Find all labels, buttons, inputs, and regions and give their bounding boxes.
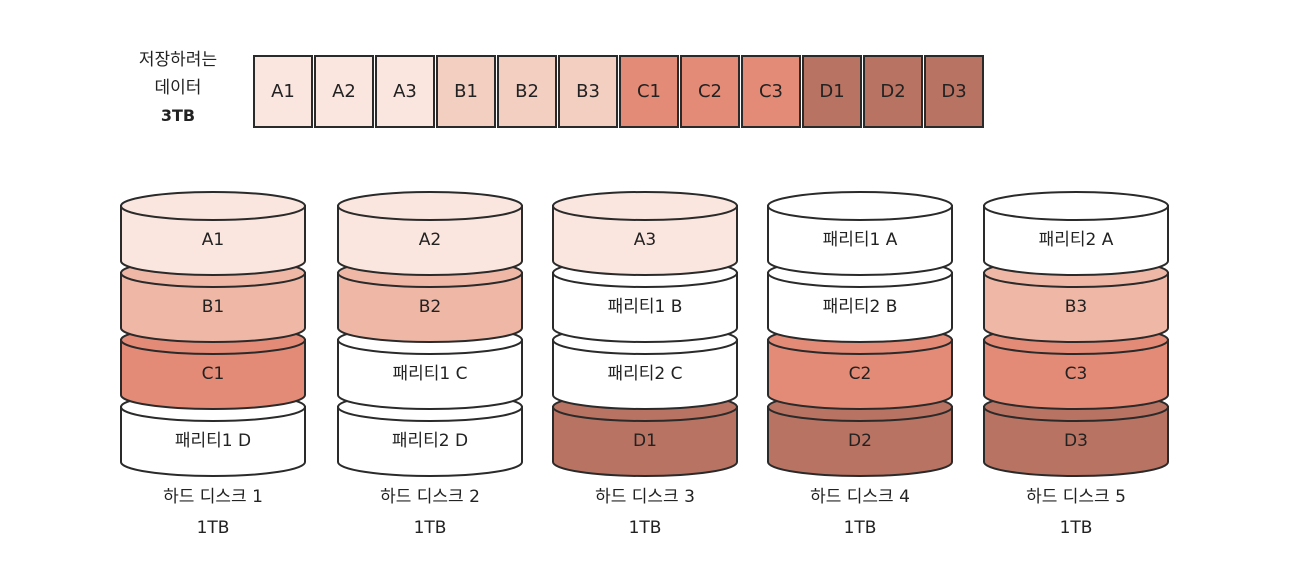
data-cell-c3: C3	[741, 55, 801, 128]
disk-layer-body	[983, 205, 1169, 276]
disk-1-layer: A1	[120, 191, 306, 276]
disk-layer-body	[552, 406, 738, 477]
disk-name-2: 하드 디스크 2	[380, 487, 480, 507]
data-cell-a3: A3	[375, 55, 435, 128]
disk-layer-body	[337, 205, 523, 276]
disk-layer-label: 패리티1 B	[608, 297, 683, 317]
disk-3: D1 패리티2 C 패리티1 B A3	[552, 191, 738, 477]
disk-layer-body	[552, 339, 738, 410]
data-label-line1: 저장하려는	[138, 50, 218, 70]
disk-layer-label: A3	[634, 230, 656, 250]
data-cell-c2: C2	[680, 55, 740, 128]
disk-layer-label: B3	[1065, 297, 1087, 317]
disk-size-4: 1TB	[843, 518, 877, 538]
disk-layer-body	[983, 339, 1169, 410]
data-cell-d3: D3	[924, 55, 984, 128]
disk-layer-label: 패리티1 A	[823, 230, 898, 250]
data-cell-b2: B2	[497, 55, 557, 128]
disk-size-3: 1TB	[628, 518, 662, 538]
disk-layer-body	[120, 339, 306, 410]
disk-layer-label: D3	[1064, 431, 1088, 451]
data-cell-a1: A1	[253, 55, 313, 128]
disk-1: 패리티1 D C1 B1 A1	[120, 191, 306, 477]
disk-5-layer: 패리티2 A	[983, 191, 1169, 276]
disk-5: D3 C3 B3 패리티2 A	[983, 191, 1169, 477]
disk-size-5: 1TB	[1059, 518, 1093, 538]
disk-layer-top	[767, 191, 953, 221]
disk-layer-label: B2	[419, 297, 441, 317]
disk-4: D2 C2 패리티2 B 패리티1 A	[767, 191, 953, 477]
disk-layer-body	[337, 272, 523, 343]
data-size: 3TB	[160, 106, 196, 125]
data-cell-d2: D2	[863, 55, 923, 128]
disk-4-layer: 패리티1 A	[767, 191, 953, 276]
disk-layer-label: 패리티1 C	[392, 364, 467, 384]
disk-layer-label: C3	[1065, 364, 1088, 384]
disk-name-4: 하드 디스크 4	[810, 487, 910, 507]
disk-layer-body	[983, 406, 1169, 477]
disk-layer-label: 패리티2 D	[392, 431, 468, 451]
data-label-line2: 데이터	[154, 78, 202, 98]
disk-layer-label: 패리티2 A	[1039, 230, 1114, 250]
disk-layer-top	[337, 191, 523, 221]
disk-2: 패리티2 D 패리티1 C B2 A2	[337, 191, 523, 477]
disk-3-layer: A3	[552, 191, 738, 276]
disk-layer-body	[120, 406, 306, 477]
disk-layer-body	[120, 272, 306, 343]
disk-layer-body	[552, 205, 738, 276]
disk-2-layer: A2	[337, 191, 523, 276]
disk-layer-top	[120, 191, 306, 221]
disk-size-2: 1TB	[413, 518, 447, 538]
disk-size-1: 1TB	[196, 518, 230, 538]
disk-layer-body	[767, 406, 953, 477]
disk-name-1: 하드 디스크 1	[163, 487, 263, 507]
disk-layer-body	[767, 272, 953, 343]
disk-layer-label: A1	[202, 230, 224, 250]
data-label: 저장하려는 데이터 3TB	[118, 46, 238, 130]
disk-name-5: 하드 디스크 5	[1026, 487, 1126, 507]
disk-layer-body	[767, 205, 953, 276]
disk-layer-label: B1	[202, 297, 224, 317]
disk-layer-top	[552, 191, 738, 221]
disk-layer-label: 패리티2 C	[607, 364, 682, 384]
disk-layer-body	[767, 339, 953, 410]
disk-layer-label: A2	[419, 230, 441, 250]
disk-layer-top	[983, 191, 1169, 221]
data-cell-b3: B3	[558, 55, 618, 128]
data-cell-d1: D1	[802, 55, 862, 128]
data-cell-b1: B1	[436, 55, 496, 128]
disk-layer-body	[983, 272, 1169, 343]
disk-layer-label: 패리티1 D	[175, 431, 251, 451]
disk-layer-label: D1	[633, 431, 657, 451]
disk-layer-label: C1	[202, 364, 225, 384]
data-cell-c1: C1	[619, 55, 679, 128]
disk-layer-body	[120, 205, 306, 276]
disk-layer-body	[552, 272, 738, 343]
disk-layer-body	[337, 339, 523, 410]
data-cell-a2: A2	[314, 55, 374, 128]
disk-layer-label: C2	[849, 364, 872, 384]
disk-layer-label: 패리티2 B	[823, 297, 898, 317]
disk-layer-body	[337, 406, 523, 477]
disk-name-3: 하드 디스크 3	[595, 487, 695, 507]
disk-layer-label: D2	[848, 431, 872, 451]
